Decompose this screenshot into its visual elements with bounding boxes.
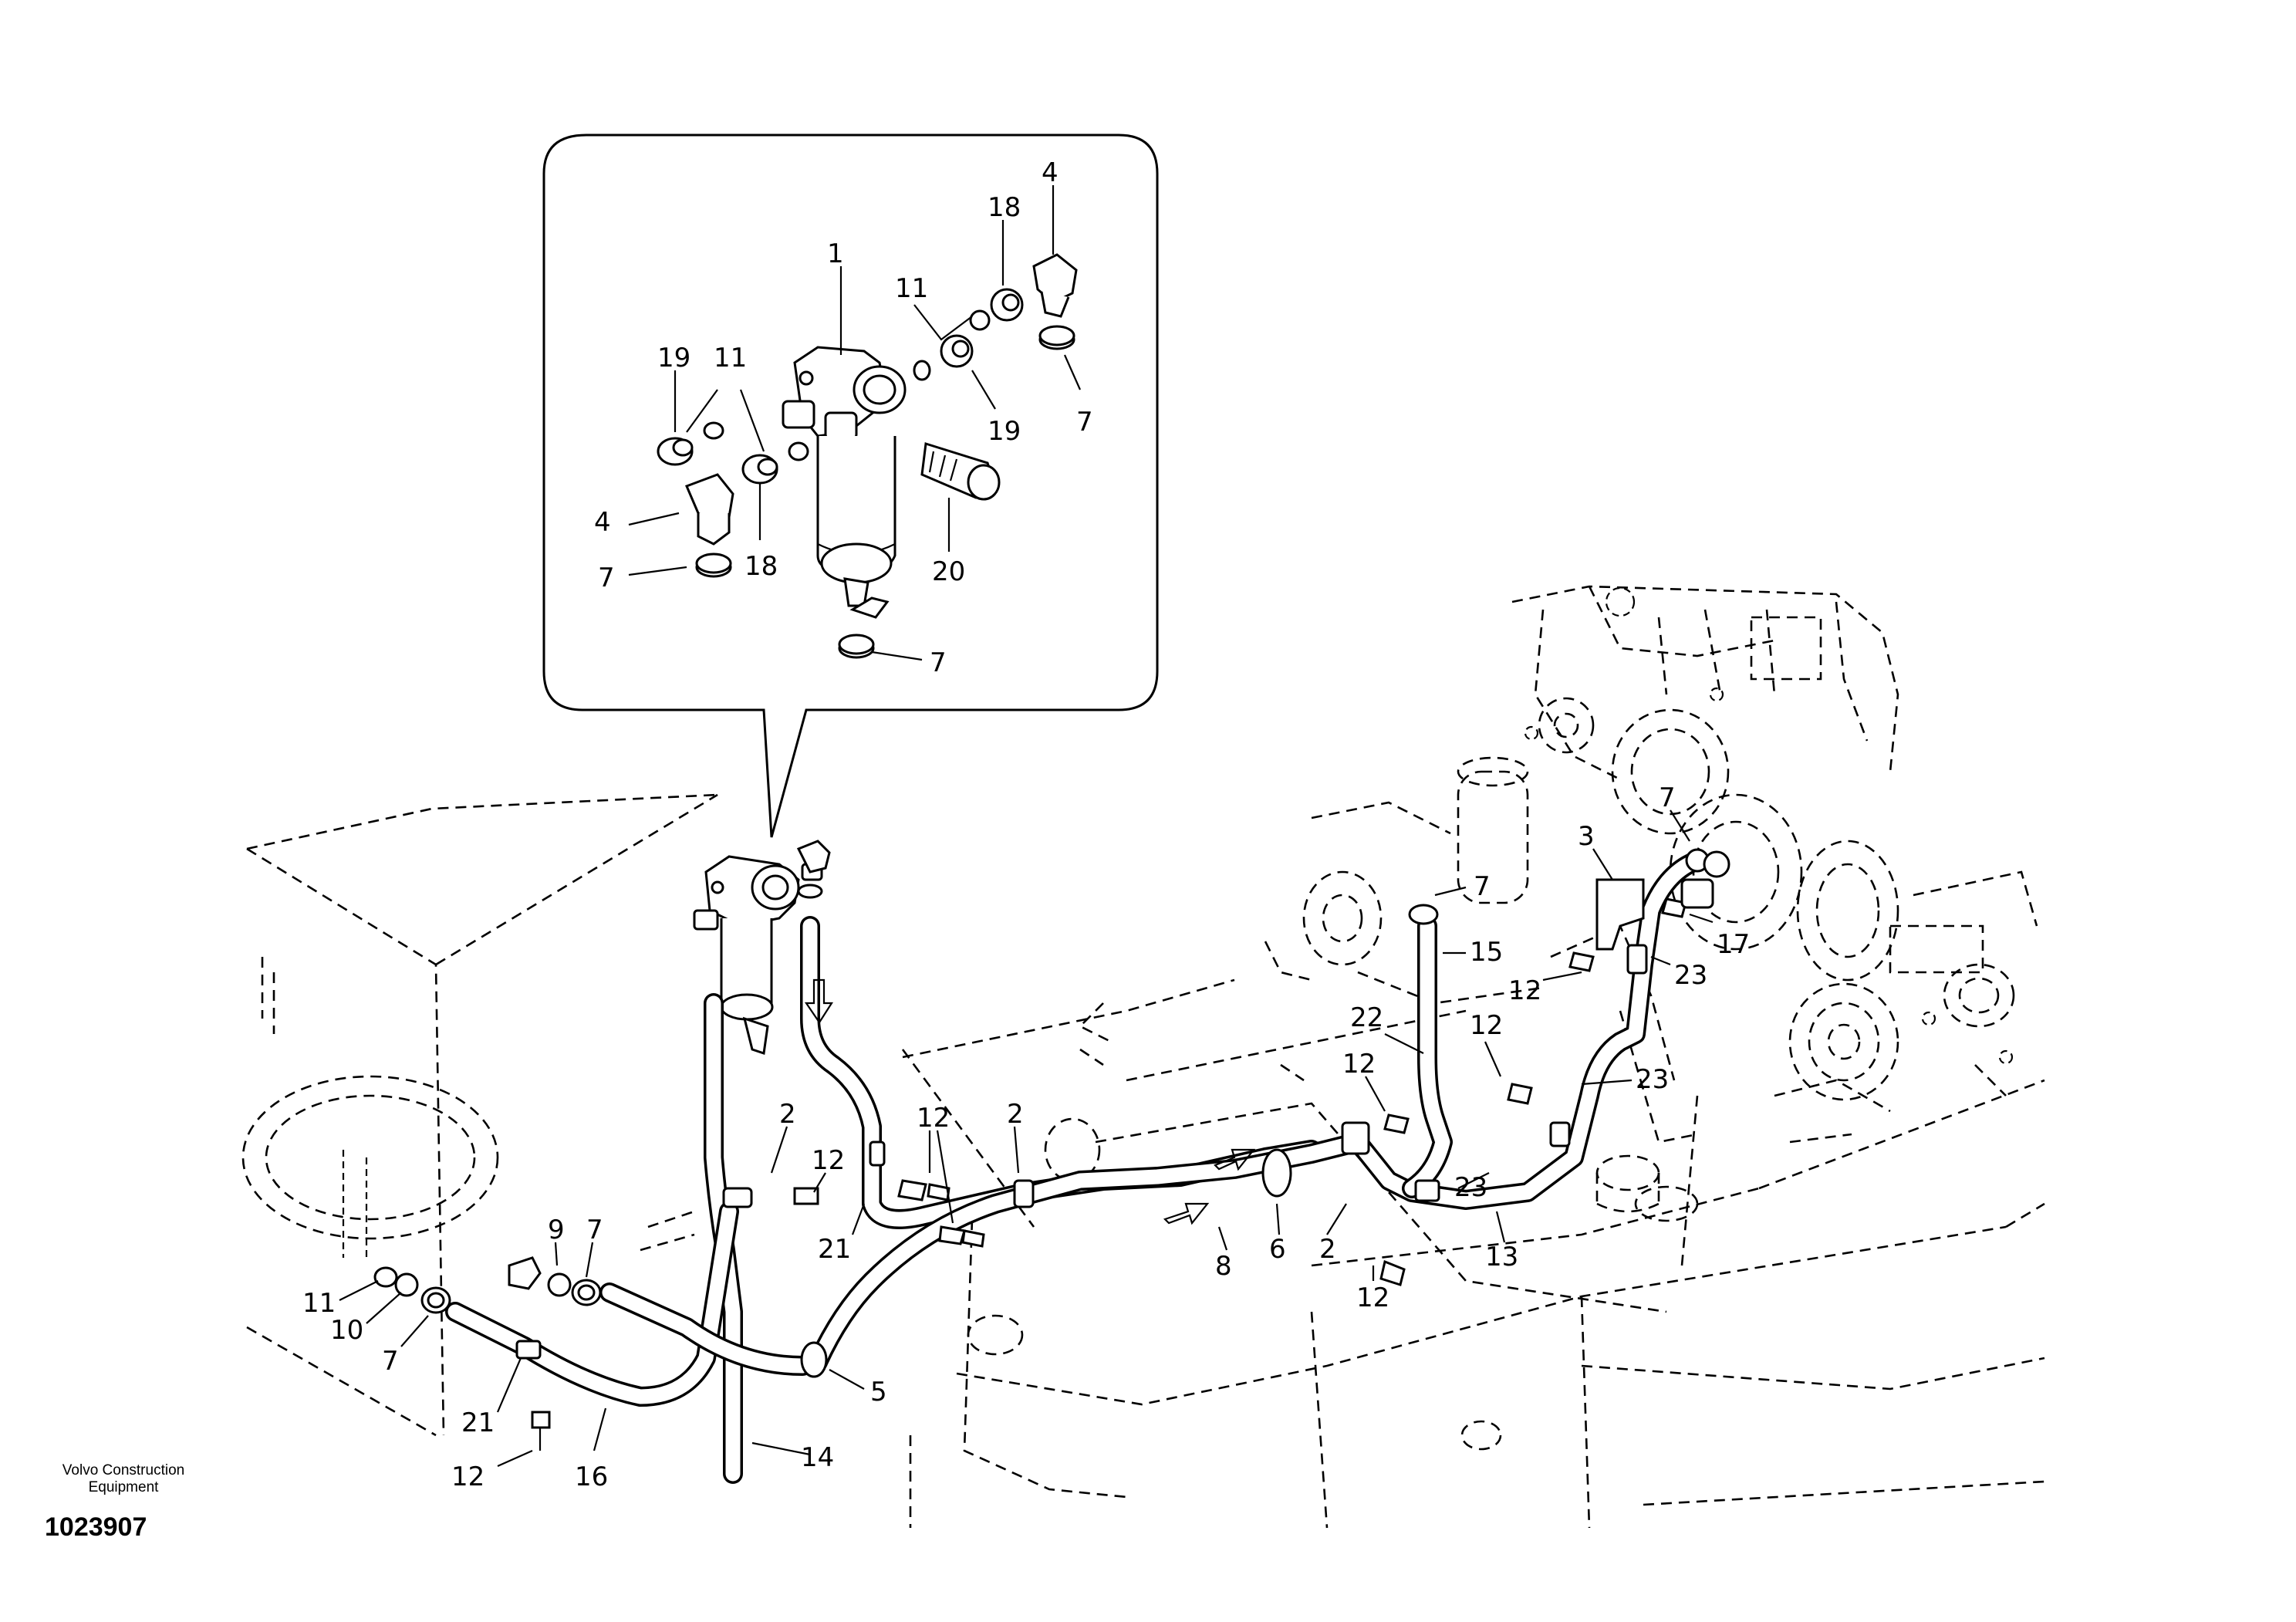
callout-4-detail-left: 4 bbox=[594, 507, 611, 538]
callout-10: 10 bbox=[330, 1315, 363, 1346]
callout-18-detail-left: 18 bbox=[745, 551, 778, 582]
detail-callouts: 1 4 18 11 19 7 11 19 4 18 7 20 7 bbox=[594, 157, 1093, 678]
callout-14: 14 bbox=[801, 1442, 834, 1473]
main-callouts: 3 7 7 15 17 12 23 22 12 12 23 23 2 12 12… bbox=[302, 782, 1750, 1492]
callout-23-low: 23 bbox=[1454, 1172, 1487, 1203]
brand-label: Volvo Construction Equipment bbox=[31, 1462, 216, 1496]
leader-lines bbox=[339, 185, 1714, 1468]
callout-1-detail: 1 bbox=[827, 238, 844, 269]
callout-7-left-bottom: 7 bbox=[382, 1346, 399, 1377]
callout-7-detail-right: 7 bbox=[1076, 407, 1093, 438]
callout-17: 17 bbox=[1717, 929, 1750, 960]
callout-7-engine-top: 7 bbox=[1659, 782, 1676, 813]
callout-11-detail-top: 11 bbox=[895, 273, 928, 304]
callout-23-mid: 23 bbox=[1636, 1064, 1669, 1095]
callout-7-detail-bottom: 7 bbox=[930, 647, 947, 678]
callout-22: 22 bbox=[1350, 1002, 1383, 1033]
callout-7-left-top: 7 bbox=[586, 1215, 603, 1245]
brand-line-1: Volvo Construction bbox=[62, 1462, 185, 1478]
callout-16: 16 bbox=[575, 1461, 608, 1492]
callout-5: 5 bbox=[870, 1377, 887, 1407]
callout-3: 3 bbox=[1578, 821, 1595, 852]
callout-20-detail: 20 bbox=[932, 556, 965, 587]
main-fuel-filter bbox=[693, 840, 831, 1055]
callout-2-right: 2 bbox=[1319, 1234, 1336, 1265]
callout-6: 6 bbox=[1269, 1234, 1286, 1265]
callout-12-mid-right: 12 bbox=[1470, 1010, 1503, 1041]
callout-15: 15 bbox=[1470, 937, 1503, 968]
callout-19-detail-left: 19 bbox=[657, 343, 690, 373]
main-hardware bbox=[373, 848, 1730, 1451]
callout-11-detail-left: 11 bbox=[714, 343, 747, 373]
callout-23-top: 23 bbox=[1674, 960, 1707, 991]
callout-18-detail-top: 18 bbox=[988, 192, 1021, 223]
machine-frame-outline bbox=[241, 793, 2045, 1529]
document-number: 1023907 bbox=[45, 1512, 147, 1542]
callout-9: 9 bbox=[548, 1215, 565, 1245]
callout-12-bottom-right: 12 bbox=[1356, 1282, 1389, 1313]
callout-21-center: 21 bbox=[818, 1234, 851, 1265]
callout-12-mid-left: 12 bbox=[1342, 1049, 1376, 1080]
bolt-group bbox=[531, 897, 1687, 1451]
callout-21-left: 21 bbox=[461, 1407, 495, 1438]
callout-11-left: 11 bbox=[302, 1288, 336, 1319]
callout-7-engine-mid: 7 bbox=[1474, 871, 1491, 902]
callout-8: 8 bbox=[1215, 1251, 1232, 1282]
callout-12-center: 12 bbox=[917, 1103, 950, 1134]
engine-outline bbox=[1264, 585, 2038, 1222]
callout-13: 13 bbox=[1485, 1242, 1518, 1272]
callout-12-engine: 12 bbox=[1508, 975, 1541, 1006]
brand-line-2: Equipment bbox=[88, 1479, 159, 1495]
fuel-hoses bbox=[445, 850, 1707, 1484]
detail-callout-frame bbox=[542, 133, 1159, 838]
callout-12-bottom-left: 12 bbox=[451, 1461, 485, 1492]
callout-2-left: 2 bbox=[779, 1099, 796, 1130]
callout-2-center: 2 bbox=[1007, 1099, 1024, 1130]
detail-fuel-filter-assembly bbox=[657, 253, 1078, 659]
callout-4-detail-top: 4 bbox=[1042, 157, 1059, 188]
callout-12-left: 12 bbox=[812, 1145, 845, 1176]
callout-19-detail-right: 19 bbox=[988, 416, 1021, 447]
callout-7-detail-left: 7 bbox=[598, 563, 615, 593]
